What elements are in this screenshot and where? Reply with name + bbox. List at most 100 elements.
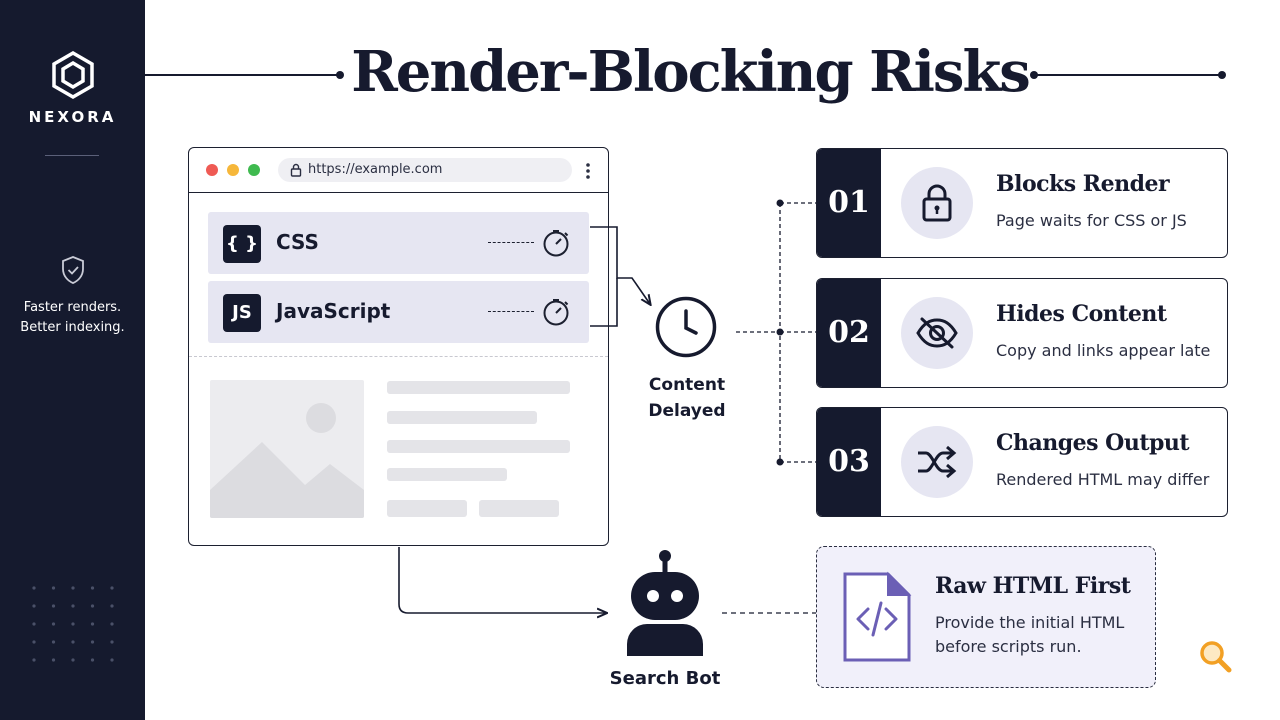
risk-title-3: Changes Output (996, 430, 1190, 456)
content-delayed-label: Content Delayed (632, 372, 742, 424)
decor-dot (110, 658, 114, 662)
decor-dot (90, 658, 95, 662)
risk-icon-circle-2 (901, 297, 973, 369)
tagline-line-1: Faster renders. (23, 300, 122, 315)
skeleton-line-1 (387, 381, 570, 394)
decor-dot (71, 640, 75, 644)
title-rule-right-dot-start (1030, 71, 1038, 79)
decor-dot (51, 622, 56, 626)
brand-name: NEXORA (28, 108, 117, 126)
decor-dot (32, 586, 36, 590)
robot-icon (627, 550, 703, 656)
risk-title-2: Hides Content (996, 301, 1167, 327)
decor-dot (90, 622, 95, 626)
decor-dot (32, 604, 36, 608)
solution-line-1: Provide the initial HTML (935, 613, 1125, 632)
js-stopwatch-icon (543, 299, 569, 326)
css-braces-icon: { } (223, 225, 261, 263)
tagline: Faster renders. Better indexing. (0, 298, 145, 338)
risk-card-2: 02 Hides Content Copy and links appear l… (816, 278, 1228, 388)
image-placeholder-icon (210, 403, 364, 518)
sidebar: NEXORA Faster renders. Better indexing. (0, 0, 145, 720)
content-delayed-line-2: Delayed (648, 401, 726, 421)
js-wait-line (488, 311, 534, 312)
solution-card: Raw HTML First Provide the initial HTML … (816, 546, 1156, 688)
solution-title: Raw HTML First (935, 573, 1131, 599)
title-rule-left (145, 74, 340, 76)
decor-dot (51, 586, 56, 590)
resource-row-javascript: JS JavaScript (208, 281, 589, 343)
resource-label-javascript: JavaScript (276, 299, 391, 323)
decor-dot (90, 604, 95, 608)
decor-dot (90, 586, 95, 590)
risk-title-1: Blocks Render (996, 171, 1170, 197)
solution-description: Provide the initial HTML before scripts … (935, 611, 1124, 659)
risk-description-2: Copy and links appear late (996, 341, 1211, 360)
dot-grid-decoration (32, 586, 114, 662)
decor-dot (71, 658, 75, 662)
skeleton-line-3 (387, 440, 570, 453)
decor-dot (51, 658, 56, 662)
decor-dot (110, 622, 114, 626)
page-title: Render-Blocking Risks (351, 39, 1031, 105)
decor-dot (51, 640, 56, 644)
title-rule-right-dot-end (1218, 71, 1226, 79)
risk-number-1: 01 (817, 149, 881, 257)
title-rule-right (1032, 74, 1224, 76)
resource-label-css: CSS (276, 230, 319, 254)
tagline-line-2: Better indexing. (20, 320, 125, 335)
address-bar[interactable]: https://example.com (278, 158, 572, 182)
window-close-dot[interactable] (206, 164, 218, 176)
browser-toolbar: https://example.com (189, 148, 608, 193)
decor-dot (90, 640, 95, 644)
image-placeholder (210, 380, 364, 518)
decor-dot (71, 604, 75, 608)
shield-check-icon (62, 256, 84, 284)
shuffle-icon (918, 445, 957, 479)
hexagon-logo-icon (52, 50, 94, 100)
skeleton-button-2 (479, 500, 559, 517)
css-wait-line (488, 242, 534, 243)
decor-dot (110, 604, 114, 608)
js-icon: JS (223, 294, 261, 332)
skeleton-line-2 (387, 411, 537, 424)
sidebar-divider (45, 155, 99, 156)
risk-number-3: 03 (817, 408, 881, 516)
content-delayed-line-1: Content (648, 375, 726, 395)
decor-dot (32, 658, 36, 662)
title-rule-left-dot (336, 71, 344, 79)
kebab-menu-icon[interactable] (585, 162, 591, 180)
decor-dot (71, 622, 75, 626)
risk-card-3: 03 Changes Output Rendered HTML may diff… (816, 407, 1228, 517)
decor-dot (32, 622, 36, 626)
window-minimize-dot[interactable] (227, 164, 239, 176)
eye-off-icon (916, 317, 958, 349)
risk-number-2: 02 (817, 279, 881, 387)
skeleton-button-1 (387, 500, 467, 517)
decor-dot (51, 604, 56, 608)
decor-dot (110, 640, 114, 644)
search-bot-label: Search Bot (609, 668, 721, 689)
decor-dot (32, 640, 36, 644)
code-file-icon (843, 571, 912, 662)
risk-description-1: Page waits for CSS or JS (996, 211, 1187, 230)
padlock-icon (290, 163, 302, 177)
risk-icon-circle-3 (901, 426, 973, 498)
skeleton-line-4 (387, 468, 507, 481)
decor-dot (110, 586, 114, 590)
browser-content-divider (189, 356, 608, 357)
risk-description-3: Rendered HTML may differ (996, 470, 1210, 489)
solution-line-2: before scripts run. (935, 637, 1082, 656)
decor-dot (71, 586, 75, 590)
url-text: https://example.com (308, 162, 443, 177)
magnifier-icon (1200, 641, 1232, 673)
browser-window: https://example.com { } CSS JS JavaScrip… (188, 147, 609, 546)
risk-icon-circle-1 (901, 167, 973, 239)
risk-card-1: 01 Blocks Render Page waits for CSS or J… (816, 148, 1228, 258)
window-maximize-dot[interactable] (248, 164, 260, 176)
resource-row-css: { } CSS (208, 212, 589, 274)
clock-icon (655, 296, 717, 358)
css-stopwatch-icon (543, 230, 569, 257)
lock-icon (922, 184, 952, 222)
